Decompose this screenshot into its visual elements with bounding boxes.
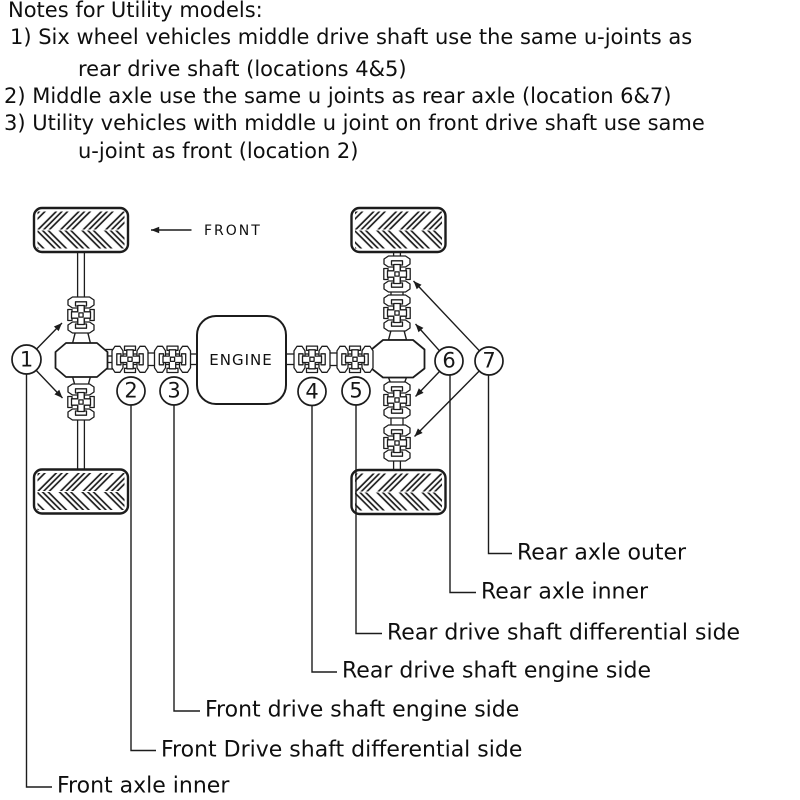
u-joint-icon-4 [293, 345, 331, 374]
callout-rear-drive-diff-side: Rear drive shaft differential side [387, 620, 741, 645]
marker-number-4: 4 [305, 379, 319, 404]
front-left-tire-icon [32, 206, 130, 254]
u-joint-icon-5 [336, 345, 374, 374]
u-joint-icon-rear-axle-inner-top [383, 294, 411, 332]
u-joint-icon-front-axle-bottom [67, 383, 95, 421]
callout-front-axle-inner: Front axle inner [57, 773, 230, 799]
rear-differential [370, 339, 426, 379]
note-line-3: 3) Utility vehicles with middle u joint … [4, 111, 705, 135]
u-joint-icon-rear-axle-outer-top [383, 255, 411, 293]
front-differential [54, 342, 109, 378]
u-joint-icon-rear-axle-outer-bottom [383, 424, 411, 462]
note-line-2: 2) Middle axle use the same u joints as … [4, 84, 672, 108]
callout-rear-axle-inner: Rear axle inner [481, 579, 649, 604]
marker-number-5: 5 [349, 378, 363, 403]
marker-number-1: 1 [19, 347, 34, 372]
front-right-tire-icon [32, 468, 130, 515]
leader-lines [25, 374, 512, 788]
note-line-1: 1) Six wheel vehicles middle drive shaft… [10, 25, 693, 49]
front-label: FRONT [204, 223, 262, 239]
callout-rear-axle-outer: Rear axle outer [517, 540, 687, 565]
engine-box [196, 315, 287, 405]
callout-front-drive-diff-side: Front Drive shaft differential side [161, 737, 523, 762]
callout-front-drive-engine-side: Front drive shaft engine side [205, 697, 520, 723]
marker-number-3: 3 [167, 378, 181, 403]
callout-rear-drive-engine-side: Rear drive shaft engine side [342, 658, 651, 684]
marker-circles [11, 344, 504, 407]
u-joint-icon-front-axle-top [67, 296, 95, 334]
u-joint-icon-2 [111, 345, 149, 374]
notes-title: Notes for Utility models: [8, 0, 263, 22]
note-line-1b: rear drive shaft (locations 4&5) [78, 57, 407, 81]
note-line-3b: u-joint as front (location 2) [78, 139, 359, 163]
marker-number-6: 6 [442, 348, 456, 373]
rear-left-tire-icon [350, 206, 447, 254]
pointer-arrows [35, 280, 480, 437]
rear-right-tire-icon [350, 468, 447, 516]
engine-label: ENGINE [209, 351, 273, 369]
u-joint-icon-3 [153, 345, 192, 374]
marker-number-7: 7 [482, 348, 496, 373]
u-joint-icon-rear-axle-inner-bottom [383, 381, 411, 419]
marker-number-2: 2 [124, 378, 138, 403]
